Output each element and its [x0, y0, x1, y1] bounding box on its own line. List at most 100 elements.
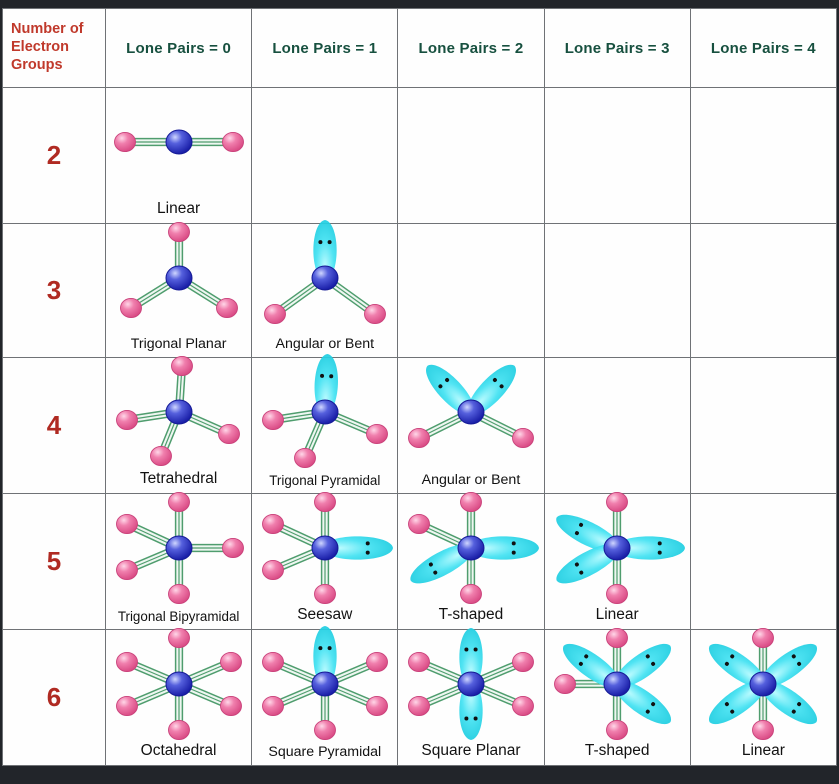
- molecule-diagram-icon: [250, 353, 400, 473]
- geometry-name-label: Angular or Bent: [421, 471, 521, 488]
- empty-cell-placeholder: [691, 358, 836, 493]
- geometry-name-label: Trigonal Planar: [130, 335, 227, 352]
- header-col-label: Lone Pairs = 4: [710, 39, 816, 57]
- empty-cell-placeholder: [691, 224, 836, 357]
- cell-geometry-square-pyramidal: Square Pyramidal: [250, 625, 400, 767]
- geometry-cell-content: Square Planar: [396, 627, 546, 765]
- header-col-label: Lone Pairs = 2: [418, 39, 524, 57]
- cell-empty-groups-3-lp-4: [689, 223, 838, 358]
- empty-cell-placeholder: [545, 88, 690, 223]
- header-row: Number of Electron Groups Lone Pairs = 0…: [2, 8, 838, 88]
- geometry-cell-content: Trigonal Pyramidal: [250, 353, 400, 493]
- header-col-lone-pairs-2: Lone Pairs = 2: [397, 8, 545, 88]
- row-label-electron-groups-5: 5: [2, 492, 106, 630]
- left-frame-band: [0, 0, 2, 784]
- geometry-name-label: Linear: [595, 605, 639, 623]
- geometry-cell-content: Trigonal Planar: [104, 221, 254, 357]
- geometry-name-label: Octahedral: [140, 742, 217, 759]
- geometry-name-label: T-shaped: [584, 742, 650, 759]
- bottom-frame-band: [0, 766, 839, 784]
- cell-geometry-t-shaped: T-shaped: [396, 491, 546, 630]
- header-col-lone-pairs-0: Lone Pairs = 0: [104, 8, 253, 88]
- header-col-label: Lone Pairs = 3: [564, 39, 670, 57]
- empty-cell-placeholder: [545, 224, 690, 357]
- geometry-name-label: Tetrahedral: [139, 469, 218, 487]
- row-label-electron-groups-6: 6: [2, 628, 106, 767]
- geometry-cell-content: Angular or Bent: [250, 220, 400, 357]
- geometry-cell-content: Tetrahedral: [104, 355, 254, 493]
- geometry-cell-content: Linear: [542, 491, 692, 629]
- molecule-diagram-icon: [542, 491, 692, 606]
- geometry-name-label: Seesaw: [297, 605, 353, 623]
- cell-geometry-t-shaped: T-shaped: [542, 627, 692, 767]
- molecule-diagram-icon: [396, 358, 546, 472]
- header-col-lone-pairs-3: Lone Pairs = 3: [543, 8, 691, 88]
- molecule-diagram-icon: [542, 627, 692, 742]
- cell-geometry-square-planar: Square Planar: [396, 627, 546, 767]
- molecule-diagram-icon: [104, 491, 254, 609]
- molecule-diagram-icon: [250, 625, 400, 744]
- empty-cell-placeholder: [691, 88, 836, 223]
- cell-geometry-octahedral: Octahedral: [104, 627, 254, 767]
- geometry-name-label: Trigonal Bipyramidal: [117, 608, 240, 624]
- geometry-cell-content: Angular or Bent: [398, 358, 543, 493]
- geometry-name-label: Trigonal Pyramidal: [269, 472, 381, 488]
- geometry-cell-content: T-shaped: [396, 491, 546, 629]
- cell-empty-groups-2-lp-3: [543, 87, 691, 224]
- empty-cell-placeholder: [252, 88, 397, 223]
- geometry-cell-content: T-shaped: [542, 627, 692, 765]
- cell-empty-groups-4-lp-3: [543, 356, 691, 494]
- cell-geometry-seesaw: Seesaw: [251, 491, 399, 630]
- header-col-label: Lone Pairs = 1: [272, 39, 378, 57]
- empty-cell-placeholder: [545, 358, 690, 493]
- geometry-name-label: Angular or Bent: [275, 335, 375, 352]
- molecule-diagram-icon: [688, 627, 838, 742]
- molecule-diagram-icon: [396, 491, 546, 606]
- cell-empty-groups-2-lp-2: [397, 87, 545, 224]
- molecule-diagram-icon: [250, 220, 400, 336]
- molecule-diagram-icon: [104, 221, 254, 336]
- geometry-cell-content: Square Pyramidal: [250, 625, 400, 765]
- header-corner-cell: Number of Electron Groups: [2, 8, 106, 88]
- row-label-electron-groups-2: 2: [2, 87, 106, 224]
- table-header: Number of Electron Groups Lone Pairs = 0…: [2, 8, 838, 88]
- cell-empty-groups-3-lp-3: [543, 223, 691, 358]
- corner-line-1: Number of: [11, 21, 84, 38]
- geometry-cell-content: Seesaw: [252, 491, 397, 629]
- molecule-diagram-icon: [104, 627, 254, 742]
- cell-geometry-angular-or-bent: Angular or Bent: [250, 220, 400, 358]
- header-col-label: Lone Pairs = 0: [126, 39, 232, 57]
- cell-geometry-linear: Linear: [688, 627, 838, 767]
- molecule-diagram-icon: [104, 88, 254, 200]
- geometry-name-label: Square Pyramidal: [268, 744, 382, 760]
- empty-cell-placeholder: [691, 494, 836, 629]
- empty-cell-placeholder: [398, 224, 543, 357]
- geometry-name-label: T-shaped: [438, 605, 504, 623]
- cell-empty-groups-2-lp-4: [689, 87, 838, 224]
- cell-geometry-trigonal-bipyramidal: Trigonal Bipyramidal: [104, 491, 254, 630]
- corner-line-3: Groups: [11, 56, 63, 73]
- cell-empty-groups-4-lp-4: [689, 356, 838, 494]
- cell-empty-groups-2-lp-1: [251, 87, 399, 224]
- geometry-name-label: Linear: [157, 200, 201, 217]
- corner-line-2: Electron: [11, 39, 70, 56]
- cell-geometry-linear: Linear: [104, 87, 253, 224]
- geometry-cell-content: Linear: [688, 627, 838, 765]
- top-frame-band: [0, 0, 839, 8]
- empty-cell-placeholder: [398, 88, 543, 223]
- cell-empty-groups-5-lp-4: [689, 492, 838, 630]
- geometry-cell-content: Octahedral: [104, 627, 254, 765]
- molecule-diagram-icon: [396, 627, 546, 742]
- vsepr-geometry-table: Number of Electron Groups Lone Pairs = 0…: [2, 8, 838, 767]
- cell-empty-groups-3-lp-2: [397, 223, 545, 358]
- cell-geometry-trigonal-planar: Trigonal Planar: [104, 221, 254, 358]
- geometry-name-label: Square Planar: [421, 742, 521, 759]
- geometry-cell-content: Trigonal Bipyramidal: [104, 491, 254, 629]
- molecule-diagram-icon: [104, 355, 254, 470]
- geometry-cell-content: Linear: [106, 88, 251, 223]
